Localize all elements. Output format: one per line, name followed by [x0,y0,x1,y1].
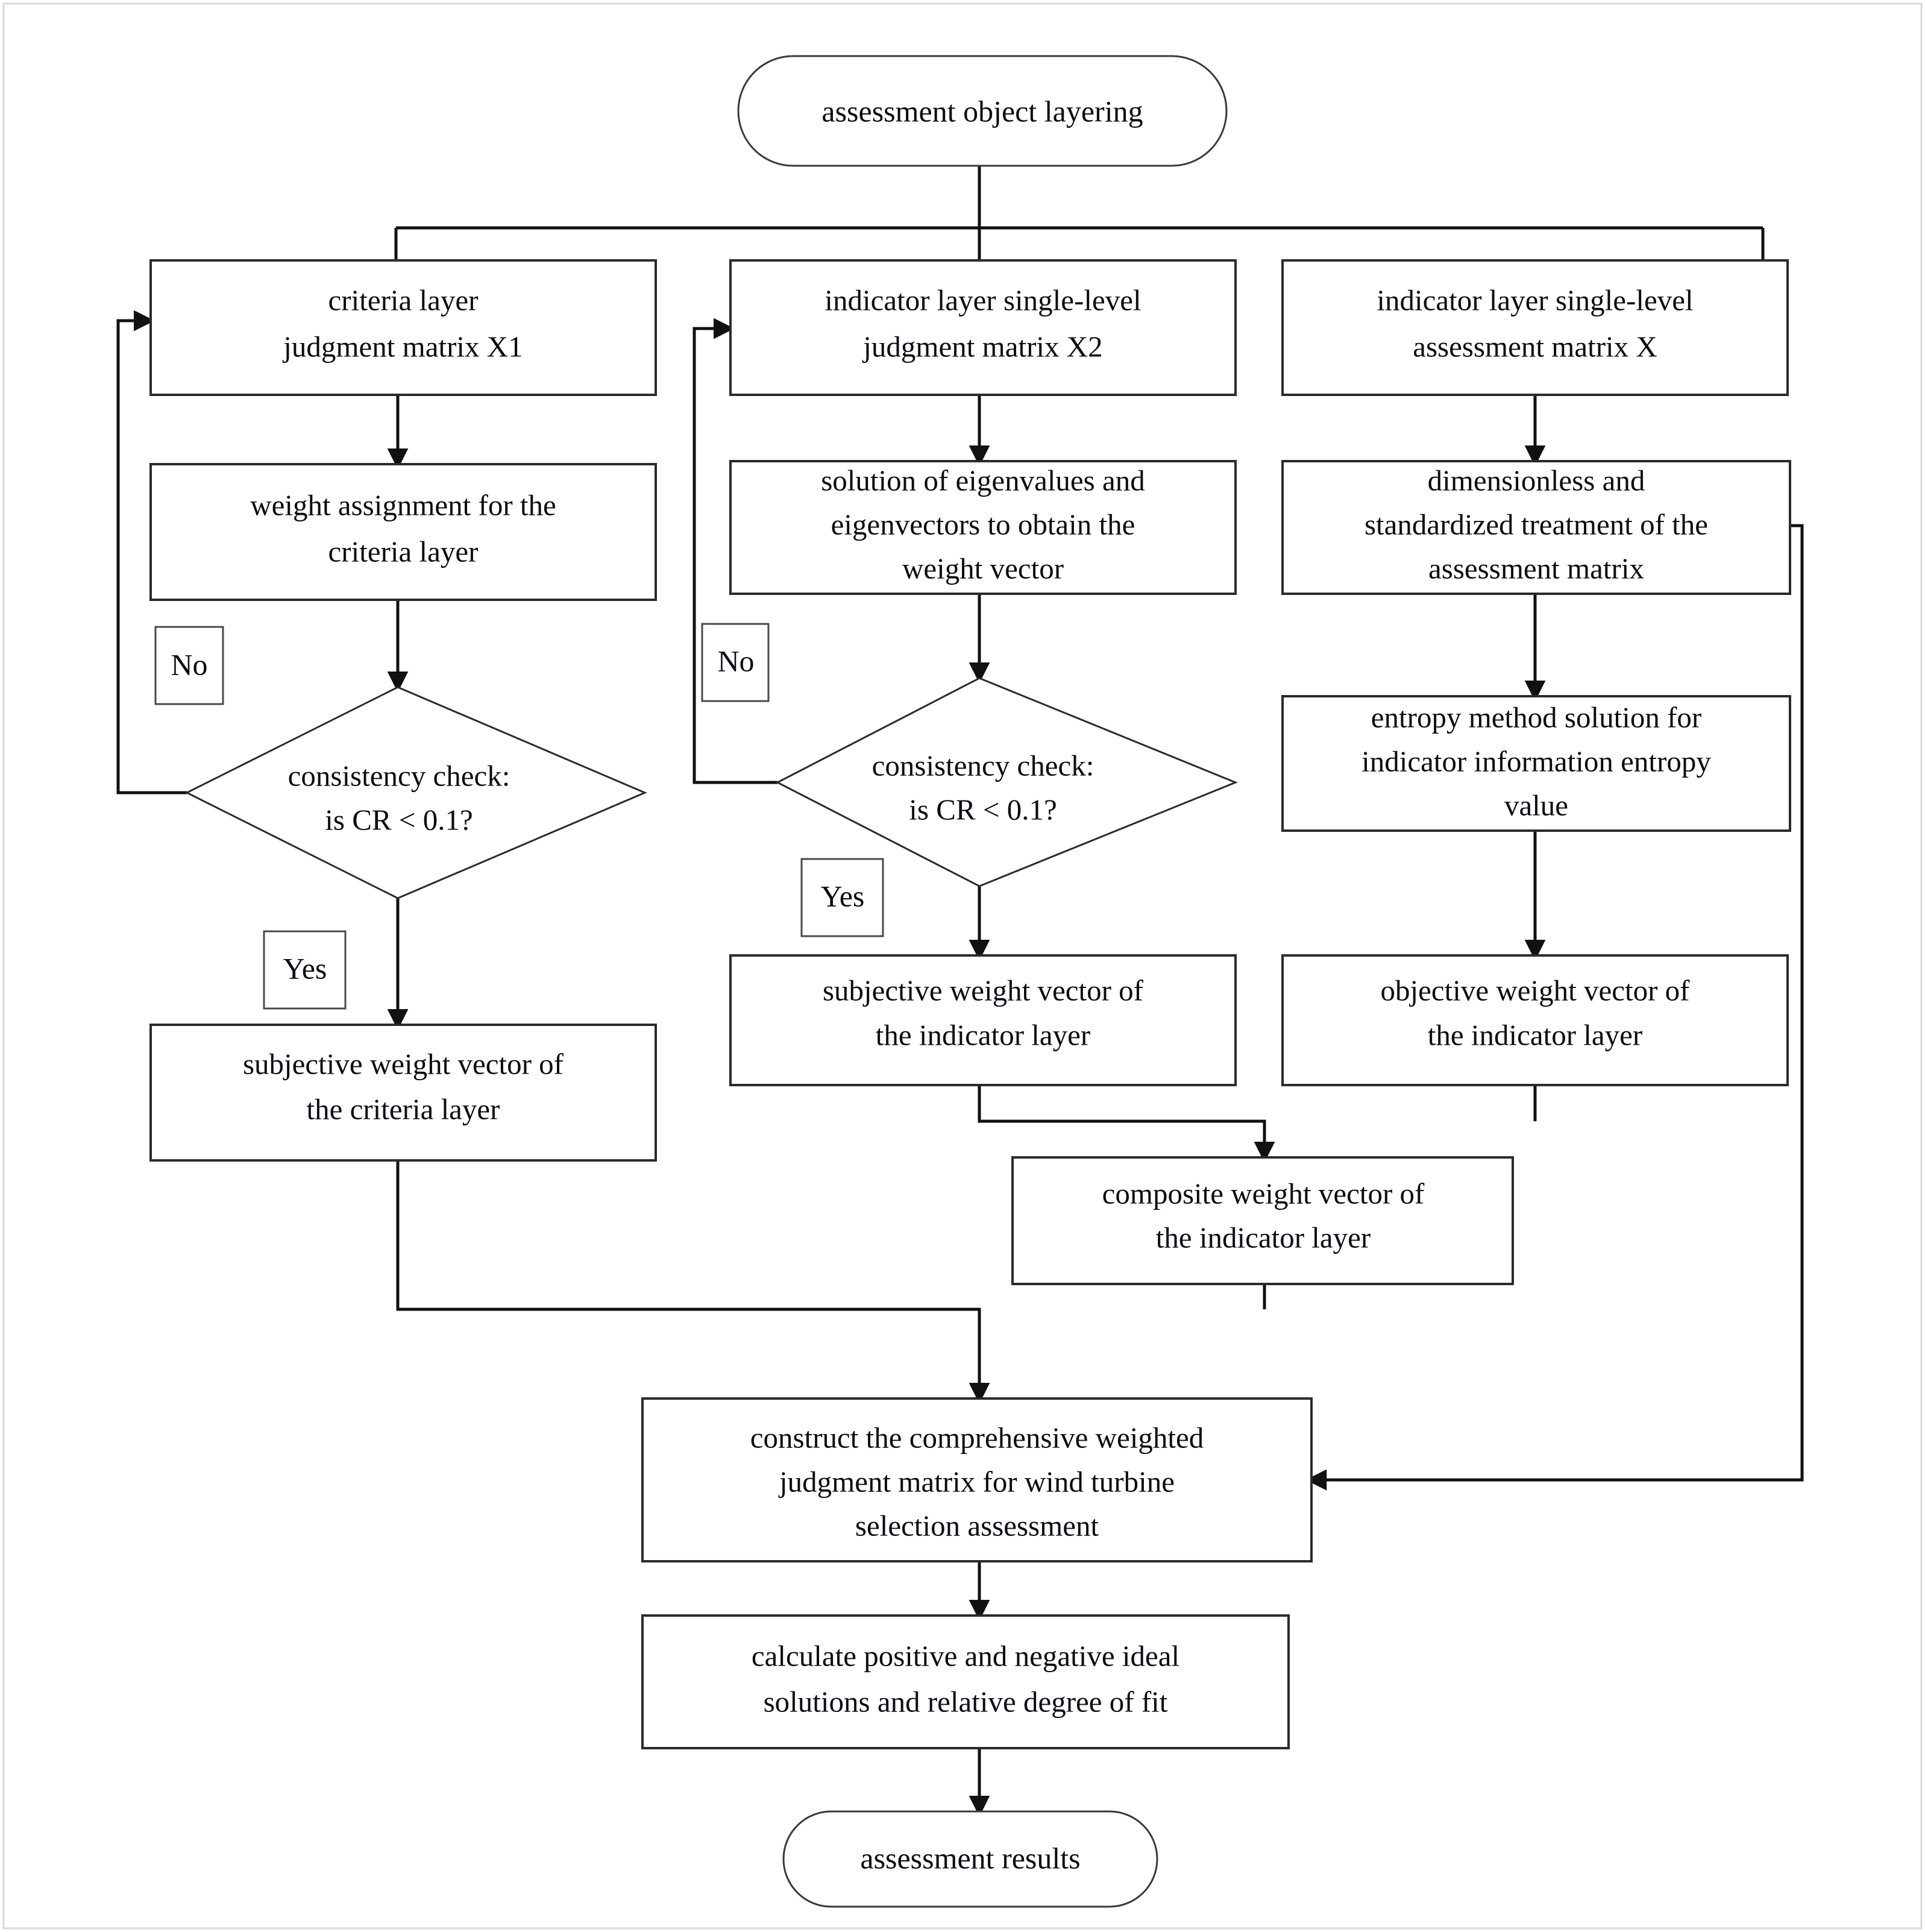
node-eigen-line-0: solution of eigenvalues and [821,464,1145,497]
node-eigen-line-1: eigenvectors to obtain the [831,508,1135,541]
node-consistency-left-line-1: is CR < 0.1? [325,803,473,836]
node-weight-assignment-line-1: criteria layer [328,535,479,568]
branch-label-box-yes-left [263,930,347,1010]
node-indicator-assessment-matrix-x[interactable] [1281,259,1789,396]
node-construct-line-2: selection assessment [855,1509,1099,1542]
node-composite-weight-indicator[interactable] [1011,1156,1514,1285]
node-start-line-0: assessment object layering [821,94,1143,128]
node-dimensionless-standardized[interactable] [1281,460,1791,595]
node-composite-line-1: the indicator layer [1156,1221,1371,1254]
node-entropy-line-1: indicator information entropy [1361,744,1711,778]
node-indicator-x-line-0: indicator layer single-level [1377,283,1693,316]
node-indicator-x-line-1: assessment matrix X [1413,330,1657,363]
node-subjective-criteria-line-1: the criteria layer [306,1092,500,1125]
node-subjective-indicator-line-0: subjective weight vector of [823,974,1144,1007]
node-dimensionless-line-1: standardized treatment of the [1364,508,1708,541]
node-objective-indicator-line-1: the indicator layer [1428,1018,1642,1051]
node-weight-assignment-criteria[interactable] [149,463,657,601]
node-results-line-0: assessment results [860,1841,1080,1875]
node-eigen-line-2: weight vector [902,552,1064,585]
node-assessment-object-layering[interactable] [737,55,1228,167]
node-construct-line-0: construct the comprehensive weighted [750,1421,1204,1454]
node-calculate-line-1: solutions and relative degree of fit [764,1685,1168,1718]
node-consistency-check-left[interactable] [184,686,647,899]
node-entropy-line-2: value [1504,788,1568,822]
branch-label-box-yes-mid [800,858,884,937]
node-subjective-criteria-line-0: subjective weight vector of [243,1047,564,1080]
node-subjective-weight-criteria[interactable] [149,1024,657,1162]
connector-check-no-feedback-left [116,310,187,795]
node-subjective-indicator-line-1: the indicator layer [876,1018,1090,1051]
node-objective-weight-indicator[interactable] [1281,954,1789,1086]
node-composite-line-0: composite weight vector of [1102,1177,1425,1210]
branch-label-box-no-mid [701,623,770,702]
node-criteria-matrix-line-1: judgment matrix X1 [282,330,523,363]
node-dimensionless-line-0: dimensionless and [1428,464,1645,497]
node-entropy-method[interactable] [1281,695,1791,832]
node-criteria-matrix-line-0: criteria layer [328,283,479,316]
node-calculate-line-0: calculate positive and negative ideal [752,1639,1179,1672]
node-subjective-weight-indicator[interactable] [729,954,1237,1086]
node-indicator-judgment-matrix-x2[interactable] [729,259,1237,396]
node-weight-assignment-line-0: weight assignment for the [250,488,556,521]
connector-subjective-indicator-to-composite [978,1085,1275,1163]
node-objective-indicator-line-0: objective weight vector of [1381,974,1691,1007]
node-construct-line-1: judgment matrix for wind turbine [778,1465,1175,1498]
node-indicator-x2-line-0: indicator layer single-level [824,283,1141,316]
node-consistency-left-line-0: consistency check: [288,759,510,792]
node-criteria-judgment-matrix[interactable] [149,259,657,396]
connector-dimensionless-to-construct [1305,524,1804,1491]
node-consistency-mid-line-0: consistency check: [872,749,1094,782]
node-consistency-mid-line-1: is CR < 0.1? [909,793,1057,826]
connector-subjective-criteria-to-construct [396,1160,990,1404]
node-calculate-ideal-solutions[interactable] [641,1614,1290,1749]
branch-label-no-left: No [171,647,207,681]
node-eigen-solution[interactable] [729,460,1237,595]
node-indicator-x2-line-1: judgment matrix X2 [862,330,1102,363]
branch-label-box-no-left [154,626,224,705]
connector-check-no-feedback-mid [692,318,777,784]
branch-label-no-mid: No [717,644,754,678]
node-assessment-results[interactable] [782,1810,1158,1908]
node-construct-weighted-matrix[interactable] [641,1397,1313,1562]
node-consistency-check-mid[interactable] [775,677,1238,887]
node-dimensionless-line-2: assessment matrix [1428,552,1644,585]
branch-label-yes-left: Yes [283,951,327,985]
node-entropy-line-0: entropy method solution for [1371,700,1701,734]
branch-label-yes-mid: Yes [821,879,865,913]
